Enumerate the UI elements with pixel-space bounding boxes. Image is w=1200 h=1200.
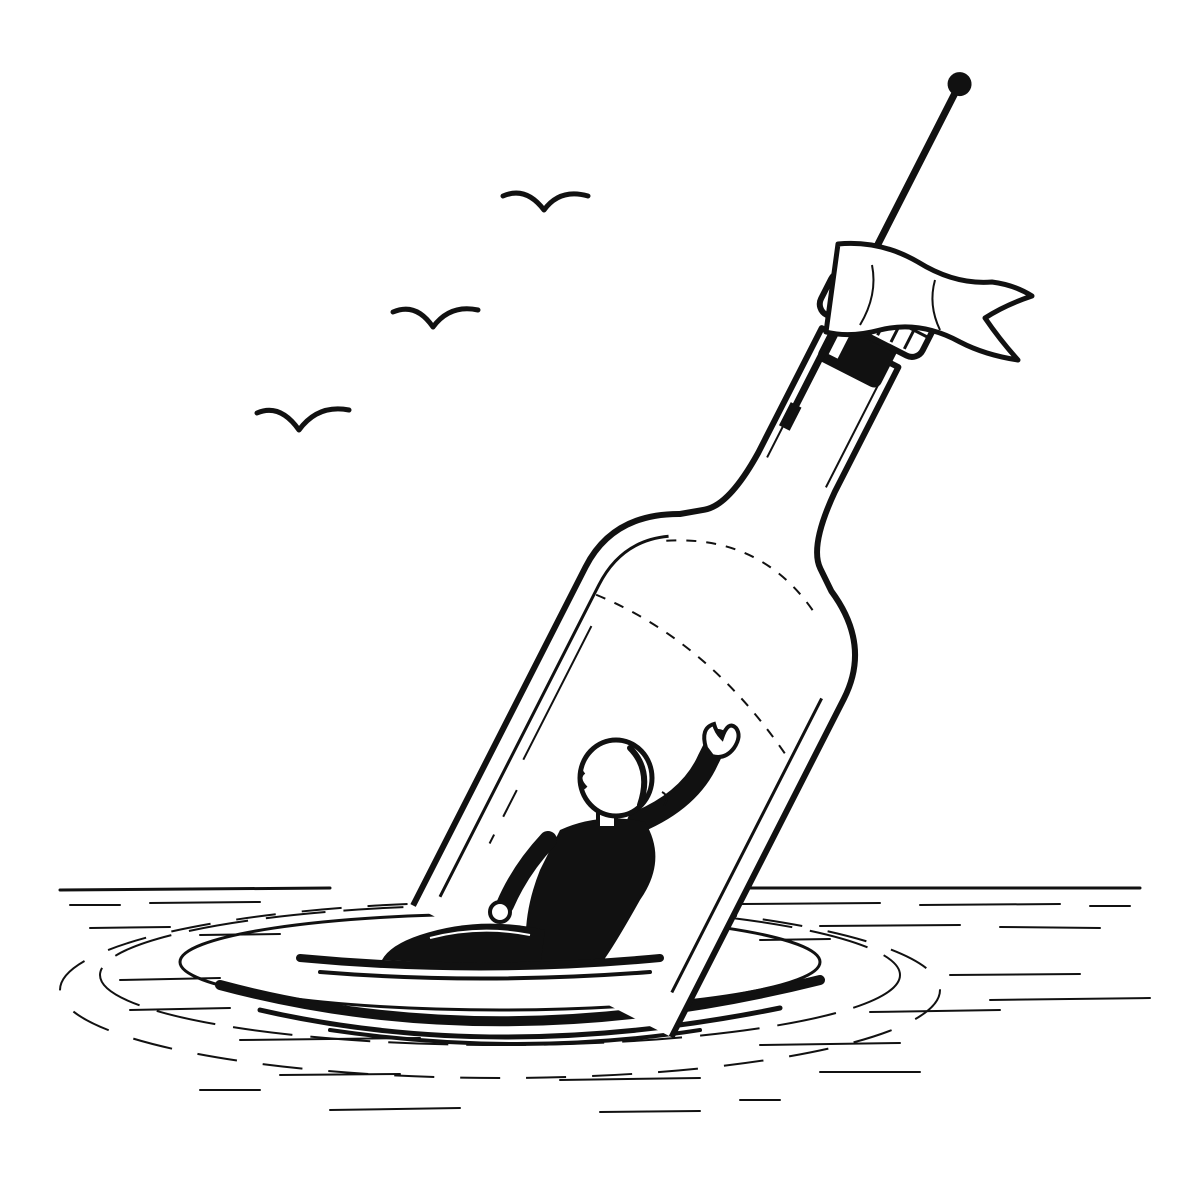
sea — [58, 886, 1151, 1113]
water-stroke — [279, 1071, 921, 1081]
glass-highlight — [438, 534, 669, 898]
neck-shading — [825, 371, 886, 488]
seated-figure — [382, 721, 741, 968]
pole-knob — [947, 72, 972, 97]
water-stroke — [129, 1007, 1001, 1013]
figure-arm-raised — [627, 729, 729, 833]
pole-base — [778, 402, 802, 431]
glass-highlight — [522, 625, 593, 761]
water-stroke — [89, 924, 1101, 929]
birds — [254, 190, 591, 433]
waterline — [296, 954, 664, 981]
horizon-line — [58, 886, 1142, 892]
glass-highlight — [488, 789, 518, 844]
flag-fold — [931, 279, 941, 331]
water-stroke — [69, 901, 1131, 907]
ripple-shadow — [215, 975, 825, 1027]
flag — [823, 240, 1035, 363]
water-stroke — [119, 973, 1151, 1001]
figure-hand-left — [488, 900, 512, 924]
waterline-front — [318, 970, 652, 981]
figure-sleeve — [496, 831, 557, 914]
head-shading — [627, 745, 648, 808]
figure-ear — [578, 770, 588, 790]
glass-highlight — [670, 697, 823, 994]
figure-torso — [525, 818, 656, 965]
glass-squiggle — [661, 791, 668, 807]
water-stroke — [329, 1107, 701, 1113]
flag-cloth — [823, 240, 1035, 363]
waterline-front — [296, 954, 664, 971]
figure-leg-highlight — [429, 929, 531, 939]
bird — [390, 306, 481, 330]
bird — [254, 406, 352, 433]
glass-reflection — [666, 539, 819, 619]
flag-fold — [859, 264, 875, 326]
glass-reflection — [595, 593, 791, 762]
water-stroke — [199, 1089, 781, 1101]
ripple-shadow — [328, 1028, 702, 1046]
figure-hand — [702, 721, 741, 759]
figure-legs — [382, 923, 545, 968]
bird — [500, 190, 591, 213]
ripple-shadow — [257, 1005, 783, 1040]
